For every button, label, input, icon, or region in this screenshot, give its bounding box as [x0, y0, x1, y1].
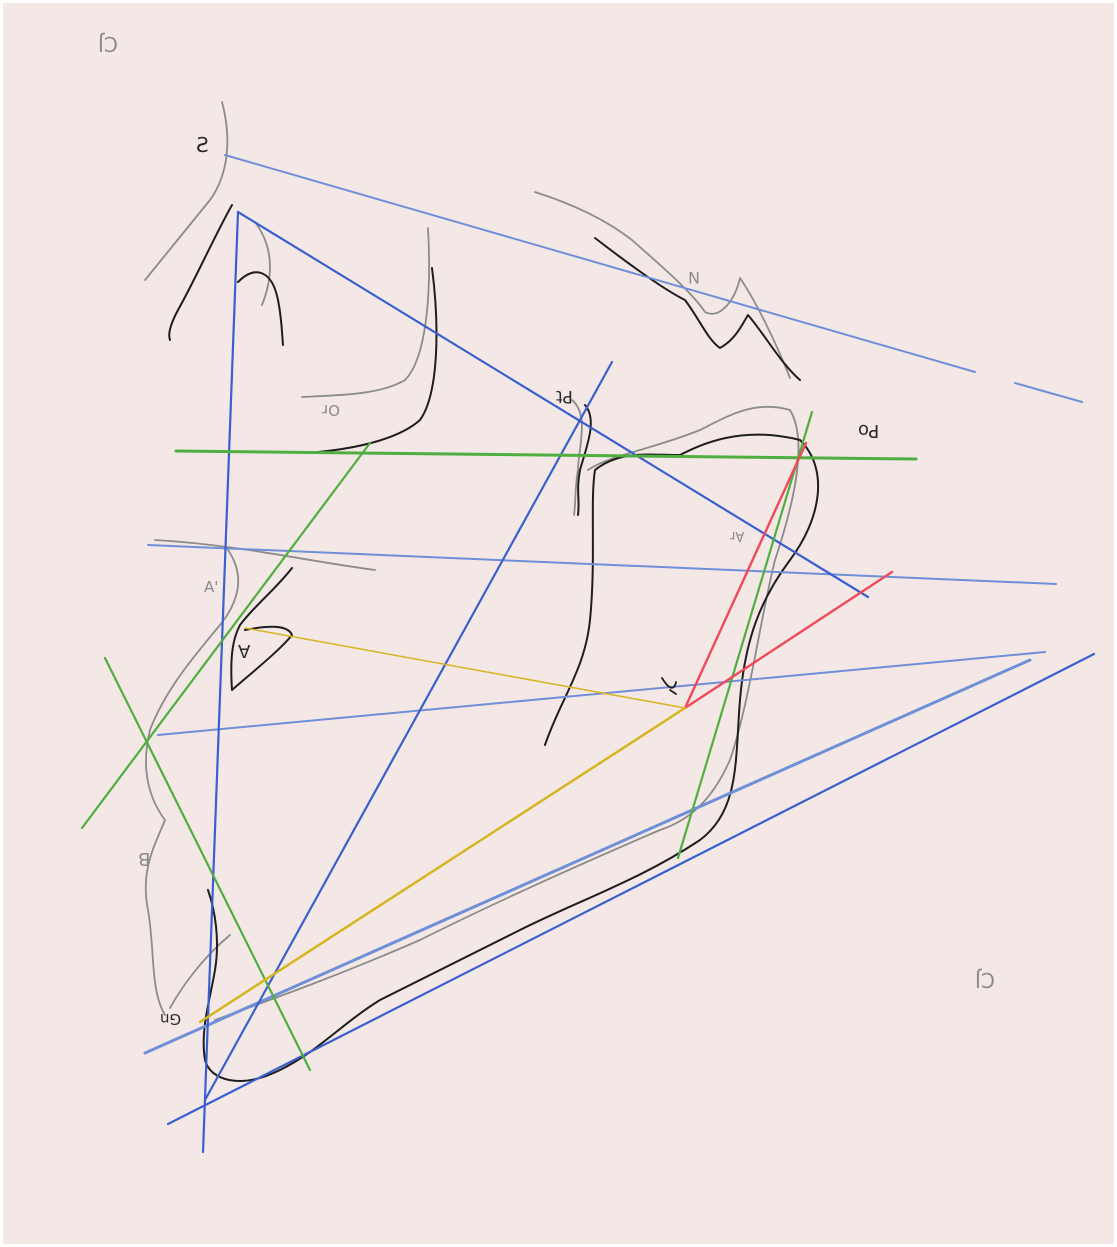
label-n: N: [688, 268, 700, 287]
label-s: S: [196, 133, 209, 157]
label-a: A: [238, 640, 251, 661]
n-perpendicular: [201, 210, 240, 1154]
yellow-lines: [198, 627, 687, 1024]
condyle-axis: [683, 570, 894, 710]
light-blue-lines: [143, 154, 1083, 1055]
soft-tissue-forehead: [144, 101, 229, 281]
label-a-prime: A': [204, 578, 219, 596]
palate-grey: [154, 539, 376, 571]
ramus-axis: [683, 441, 808, 710]
corner-mark-bottom-right: CJ: [975, 968, 995, 992]
tracing-paper: [3, 3, 1114, 1244]
ramus-grey-outline: [214, 405, 800, 1021]
nasion-curve: [168, 204, 233, 341]
frankfort-horizontal: [174, 449, 918, 461]
orbit-grey: [301, 227, 430, 398]
green-lines: [80, 410, 918, 1072]
a-to-xi-line: [244, 627, 686, 709]
dark-contours: [168, 204, 820, 1082]
e-line: [103, 656, 312, 1072]
sella-dark: [594, 237, 801, 381]
label-po: Po: [858, 420, 880, 441]
facial-line: [80, 441, 372, 830]
pm-to-xi-line: [198, 706, 687, 1024]
s-line-to-go: [236, 210, 870, 599]
pt-to-gn-line: [203, 360, 614, 1102]
soft-tissue-profile: [144, 549, 240, 1016]
upper-incisor: [230, 567, 293, 691]
palatal-plane: [147, 544, 1057, 585]
label-gn: Gn: [160, 1010, 182, 1028]
sn-line-extension: [1014, 382, 1083, 403]
red-lines: [683, 441, 894, 710]
label-ar: Ar: [730, 528, 745, 543]
label-b: B: [138, 848, 151, 869]
corner-mark-top-left: CJ: [98, 32, 118, 56]
orbit-dark: [317, 267, 438, 453]
sn-line: [224, 154, 976, 373]
tangent-mandible: [166, 652, 1096, 1126]
ramus-tangent: [676, 410, 814, 860]
label-or: Or: [322, 401, 340, 419]
pterygoid-dark: [577, 404, 592, 516]
grey-contours: [144, 101, 800, 1021]
xi-mark: [661, 677, 677, 695]
soft-tissue-nose-line: [254, 221, 271, 306]
blue-lines: [166, 210, 1096, 1154]
label-pt: Pt: [556, 386, 573, 406]
sella-grey: [534, 191, 791, 379]
mandible-outline: [202, 433, 820, 1082]
nasal-bone: [237, 271, 284, 346]
mandibular-plane: [143, 658, 1032, 1055]
chin-grey: [169, 934, 231, 1009]
